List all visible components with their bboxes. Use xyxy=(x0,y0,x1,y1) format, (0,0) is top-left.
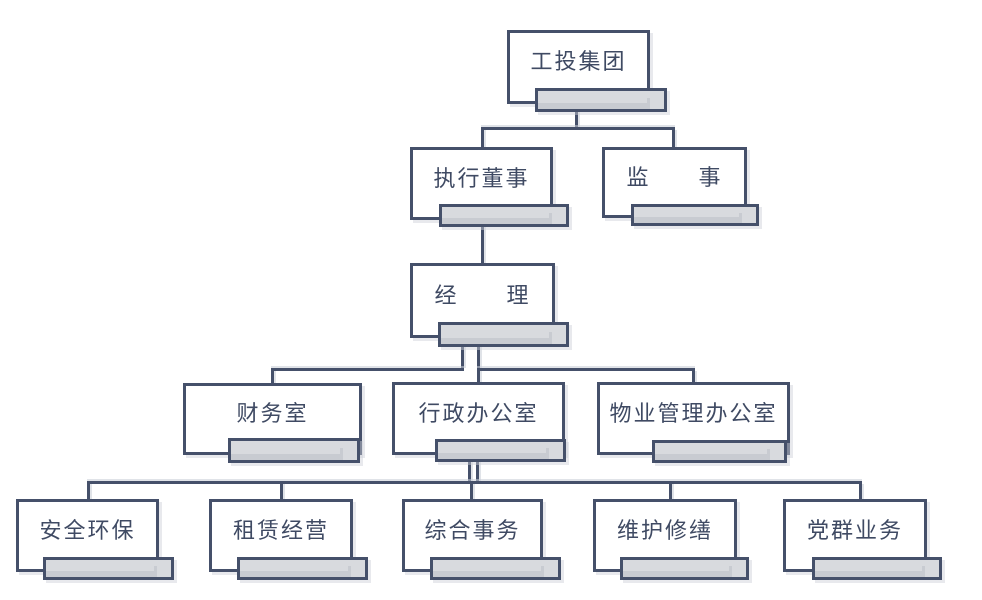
connector-root-stem xyxy=(575,112,578,128)
connector-drop-safety-env xyxy=(87,484,90,499)
org-node-maintenance-shadow-bar xyxy=(620,557,749,580)
org-node-admin-office: 行政办公室 xyxy=(392,382,565,455)
org-node-root-shadow-bar xyxy=(535,88,667,112)
connector-admin-stem-left xyxy=(468,462,471,481)
connector-drop-property-office xyxy=(692,371,695,382)
connector-root-branch xyxy=(481,127,675,130)
org-node-property-office-shadow-bar xyxy=(652,440,787,463)
org-node-admin-office-shadow-bar xyxy=(435,439,566,462)
org-node-executive-director-label: 执行董事 xyxy=(433,165,530,191)
org-node-general-affairs-shadow-bar xyxy=(430,557,561,580)
org-node-maintenance-label: 维护修缮 xyxy=(616,517,713,543)
connector-manager-branch-left xyxy=(271,368,464,371)
connector-drop-leasing xyxy=(280,484,283,499)
org-node-leasing-shadow-bar xyxy=(237,557,368,580)
connector-admin-branch xyxy=(87,481,862,484)
org-node-safety-env-label: 安全环保 xyxy=(39,517,136,543)
connector-drop-party-mass xyxy=(859,484,862,499)
org-node-manager-label: 经 理 xyxy=(434,282,531,308)
connector-executive-to-manager xyxy=(481,227,484,263)
connector-drop-supervisor xyxy=(672,130,675,147)
connector-drop-maintenance xyxy=(669,484,672,499)
connector-drop-finance-office xyxy=(271,371,274,383)
org-node-finance-office-label: 财务室 xyxy=(236,401,309,426)
org-node-finance-office-shadow-bar xyxy=(228,438,360,463)
connector-manager-stem-left xyxy=(461,347,464,368)
org-node-safety-env-shadow-bar xyxy=(43,557,174,580)
org-node-leasing-label: 租赁经营 xyxy=(232,517,329,543)
connector-drop-executive-director xyxy=(481,130,484,147)
connector-admin-stem-right xyxy=(476,462,479,481)
org-node-manager-shadow-bar xyxy=(438,322,569,347)
org-node-supervisor-label: 监 事 xyxy=(626,164,723,190)
connector-manager-stem-center xyxy=(477,347,480,382)
org-node-root-label: 工投集团 xyxy=(530,49,627,74)
connector-manager-branch-right xyxy=(477,368,695,371)
org-node-party-mass-shadow-bar xyxy=(812,557,942,580)
org-node-executive-director-shadow-bar xyxy=(439,204,569,227)
org-node-property-office-label: 物业管理办公室 xyxy=(609,400,778,426)
connector-drop-general-affairs xyxy=(470,484,473,499)
org-node-admin-office-label: 行政办公室 xyxy=(418,400,539,426)
org-node-general-affairs-label: 综合事务 xyxy=(424,517,521,543)
org-node-party-mass-label: 党群业务 xyxy=(806,517,903,543)
org-node-supervisor-shadow-bar xyxy=(631,204,759,226)
